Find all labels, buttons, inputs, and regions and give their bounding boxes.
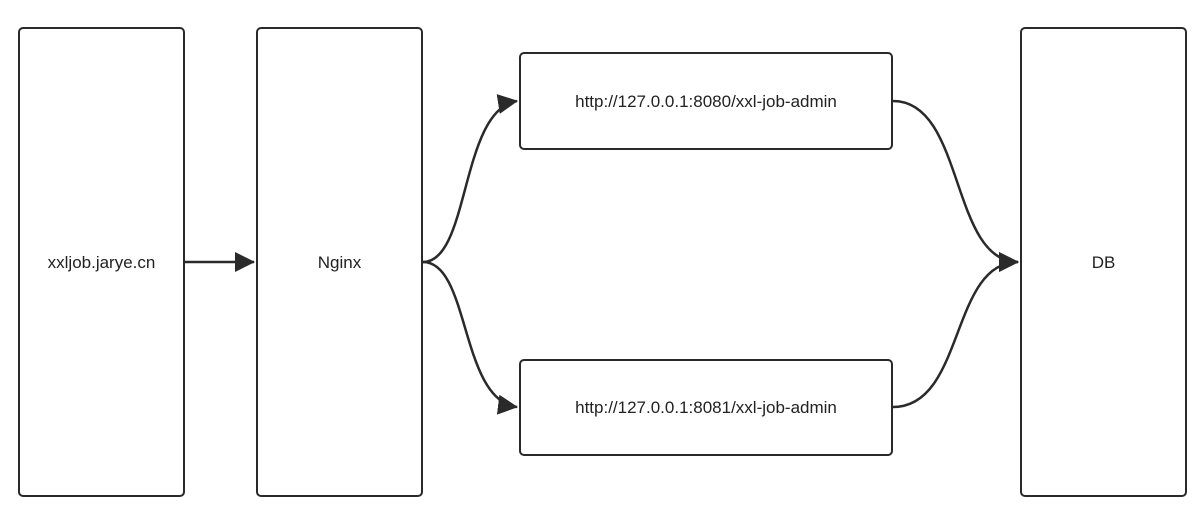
admin-8081-label: http://127.0.0.1:8081/xxl-job-admin — [575, 398, 837, 417]
client-domain-label: xxljob.jarye.cn — [47, 252, 156, 272]
admin-8080-label: http://127.0.0.1:8080/xxl-job-admin — [575, 91, 837, 111]
db-node: DB — [1020, 27, 1187, 497]
db-label: DB — [1091, 252, 1116, 272]
nginx-node: Nginx — [256, 27, 423, 497]
admin-8081-node: http://127.0.0.1:8081/xxl-job-admin — [519, 359, 893, 456]
edge-admin2-to-db — [892, 252, 1019, 409]
edge-nginx-to-admin1 — [422, 94, 518, 264]
nginx-label: Nginx — [317, 252, 362, 272]
edge-nginx-to-admin2 — [422, 260, 518, 415]
client-domain-node: xxljob.jarye.cn — [18, 27, 185, 497]
admin-8080-node: http://127.0.0.1:8080/xxl-job-admin — [519, 52, 893, 150]
edge-admin1-to-db — [892, 99, 1019, 272]
